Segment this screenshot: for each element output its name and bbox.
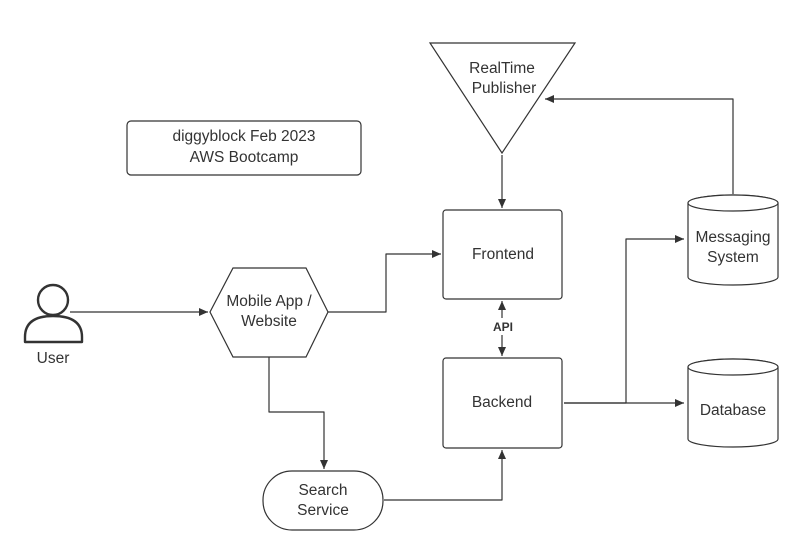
- user-node: User: [23, 283, 84, 367]
- title-line-1: diggyblock Feb 2023: [172, 128, 315, 145]
- frontend-label: Frontend: [472, 246, 534, 263]
- user-person-icon: [23, 283, 84, 344]
- edge-mobile-app-to-frontend: [328, 250, 441, 313]
- realtime-publisher-node: RealTime Publisher: [428, 42, 577, 155]
- frontend-node: Frontend: [442, 209, 563, 300]
- api-label: API: [493, 320, 513, 334]
- database-label: Database: [700, 402, 766, 419]
- realtime-publisher-label-1: RealTime: [469, 60, 535, 77]
- messaging-system-label-2: System: [707, 249, 759, 266]
- title-box: diggyblock Feb 2023 AWS Bootcamp: [126, 120, 362, 176]
- edge-messaging-to-publisher: [545, 95, 734, 194]
- backend-label: Backend: [472, 394, 532, 411]
- title-line-2: AWS Bootcamp: [190, 149, 299, 166]
- edge-backend-to-messaging: [564, 235, 684, 404]
- search-service-label-2: Service: [297, 502, 349, 519]
- edge-mobile-app-to-search: [268, 357, 328, 469]
- search-service-node: Search Service: [262, 470, 384, 531]
- messaging-system-node: Messaging System: [687, 194, 779, 286]
- search-service-label-1: Search: [298, 482, 347, 499]
- messaging-system-label-1: Messaging: [696, 229, 771, 246]
- mobile-app-label-1: Mobile App /: [226, 293, 312, 310]
- mobile-app-node: Mobile App / Website: [209, 267, 329, 358]
- edge-search-to-backend: [384, 450, 506, 501]
- mobile-app-label-2: Website: [241, 313, 297, 330]
- backend-node: Backend: [442, 357, 563, 449]
- api-label-bg: [488, 318, 517, 335]
- user-label: User: [37, 350, 70, 367]
- database-node: Database: [687, 358, 779, 448]
- realtime-publisher-label-2: Publisher: [472, 80, 537, 97]
- edges: API: [70, 95, 734, 501]
